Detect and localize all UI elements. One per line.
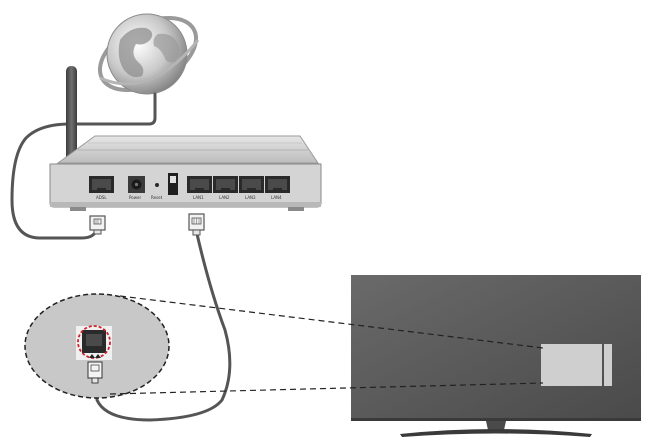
tv-lan-port-panel xyxy=(541,344,602,386)
zoom-callout xyxy=(24,293,170,399)
insert-arrow-icon xyxy=(95,354,101,358)
lan-port-2 xyxy=(213,176,238,193)
power-port-label: Power xyxy=(129,195,141,200)
rj11-plug-icon xyxy=(89,215,106,235)
highlight-ring xyxy=(77,325,111,359)
callout-lines xyxy=(109,295,544,395)
power-jack xyxy=(128,176,145,193)
router: ADSL Power Reset LAN1 LAN2 LAN3 LAN4 xyxy=(49,135,322,211)
lan-port-1 xyxy=(187,176,212,193)
ethernet-cable xyxy=(95,232,232,422)
adsl-port xyxy=(89,176,114,193)
lan1-label: LAN1 xyxy=(193,195,204,200)
router-top xyxy=(56,135,319,164)
reset-label: Reset xyxy=(151,195,163,200)
adsl-port-label: ADSL xyxy=(96,195,107,200)
reset-button xyxy=(155,183,159,187)
lan3-label: LAN3 xyxy=(245,195,256,200)
insert-arrow-icon xyxy=(89,354,95,358)
cables xyxy=(10,92,232,422)
ethernet-plug-icon xyxy=(87,361,103,384)
television xyxy=(351,275,641,437)
tv-stand xyxy=(486,421,506,430)
lan2-label: LAN2 xyxy=(219,195,230,200)
globe-icon xyxy=(97,13,200,95)
rj45-plug-icon xyxy=(188,213,205,236)
lan-port-4 xyxy=(265,176,290,193)
tv-stand-base xyxy=(400,429,592,437)
internet-cable xyxy=(10,92,157,240)
lan-port-3 xyxy=(239,176,264,193)
globe-continent xyxy=(153,33,180,63)
globe-orbit-front xyxy=(99,39,200,86)
power-switch xyxy=(168,173,178,195)
globe-continent xyxy=(118,27,153,78)
lan4-label: LAN4 xyxy=(271,195,282,200)
